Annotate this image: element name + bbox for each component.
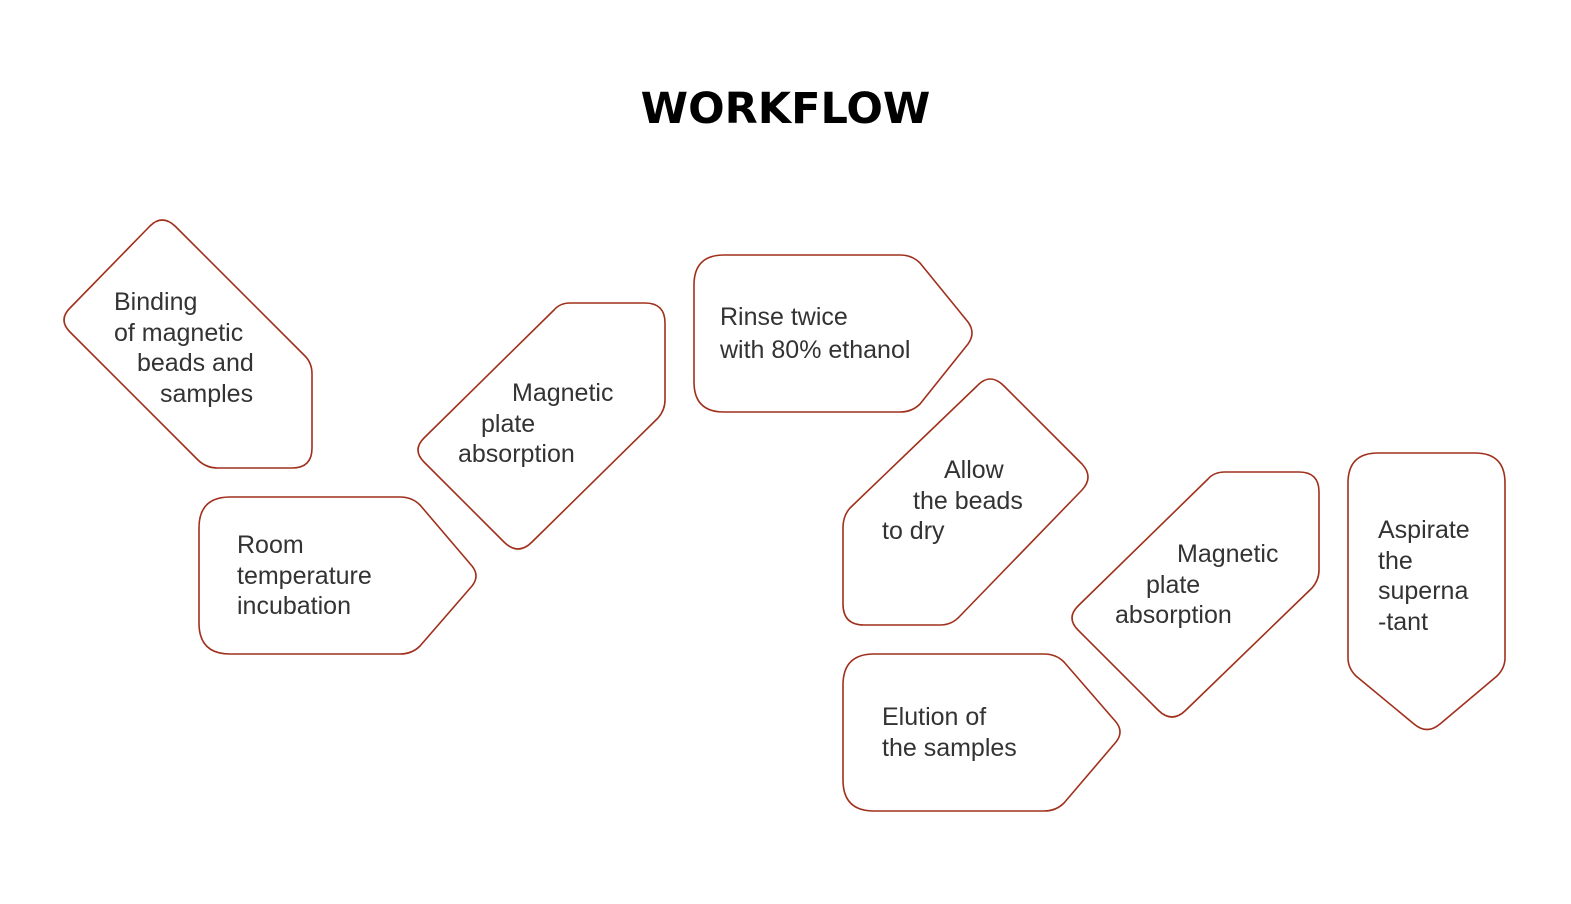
step-label-room-temp: Room temperature incubation	[237, 531, 372, 620]
step-shape-magnetic-2	[1071, 471, 1320, 718]
step-shape-binding	[63, 219, 313, 469]
step-shape-room-temp	[198, 496, 477, 655]
step-label-magnetic-1: Magnetic plate absorption	[458, 379, 614, 468]
step-label-binding: Binding of magnetic beads and samples	[114, 288, 254, 408]
step-label-aspirate: Aspirate the superna -tant	[1378, 516, 1470, 636]
step-shape-rinse	[693, 254, 973, 413]
step-shape-magnetic-1	[417, 302, 666, 550]
step-label-magnetic-2: Magnetic plate absorption	[1115, 540, 1279, 629]
step-shape-dry	[842, 378, 1089, 626]
diagram-title: WORKFLOW	[640, 84, 931, 134]
step-label-elution: Elution of the samples	[882, 703, 1017, 762]
step-shape-aspirate	[1347, 452, 1506, 731]
step-label-dry: Allow the beads to dry	[882, 456, 1023, 545]
step-label-rinse: Rinse twice with 80% ethanol	[720, 303, 911, 364]
step-shape-elution	[842, 653, 1121, 812]
